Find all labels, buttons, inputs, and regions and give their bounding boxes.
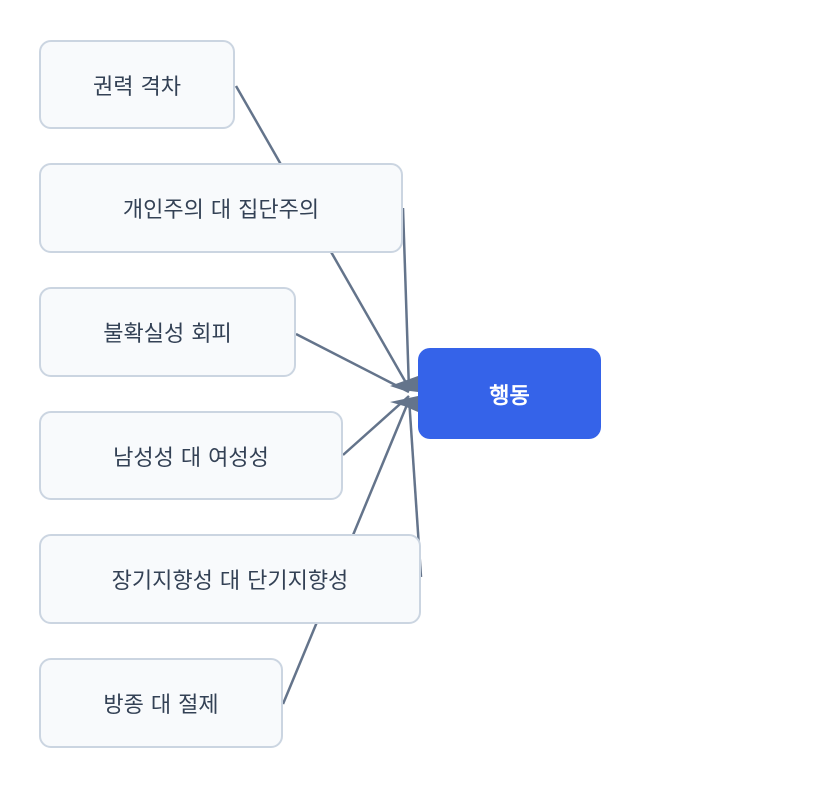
arrowhead-lower [390,396,418,412]
node-individualism[interactable]: 개인주의 대 집단주의 [39,163,403,253]
node-label: 개인주의 대 집단주의 [122,198,320,223]
node-behavior[interactable]: 행동 [418,348,601,439]
node-label: 행동 [489,383,530,409]
node-label: 남성성 대 여성성 [113,445,269,471]
edge-uncertainty [295,332,410,394]
edge-masculinity [342,395,410,456]
node-long-term-orientation[interactable]: 장기지향성 대 단기지향성 [39,534,421,624]
node-label: 방종 대 절제 [103,693,219,718]
node-uncertainty-avoidance[interactable]: 불확실성 회피 [39,287,296,377]
edge-individualism [401,207,411,391]
node-masculinity[interactable]: 남성성 대 여성성 [39,411,343,500]
node-label: 권력 격차 [93,74,181,100]
node-power-distance[interactable]: 권력 격차 [39,40,235,129]
node-indulgence[interactable]: 방종 대 절제 [39,658,283,748]
arrowhead-upper [390,376,418,392]
node-label: 불확실성 회피 [103,322,232,347]
node-label: 장기지향성 대 단기지향성 [111,569,349,594]
